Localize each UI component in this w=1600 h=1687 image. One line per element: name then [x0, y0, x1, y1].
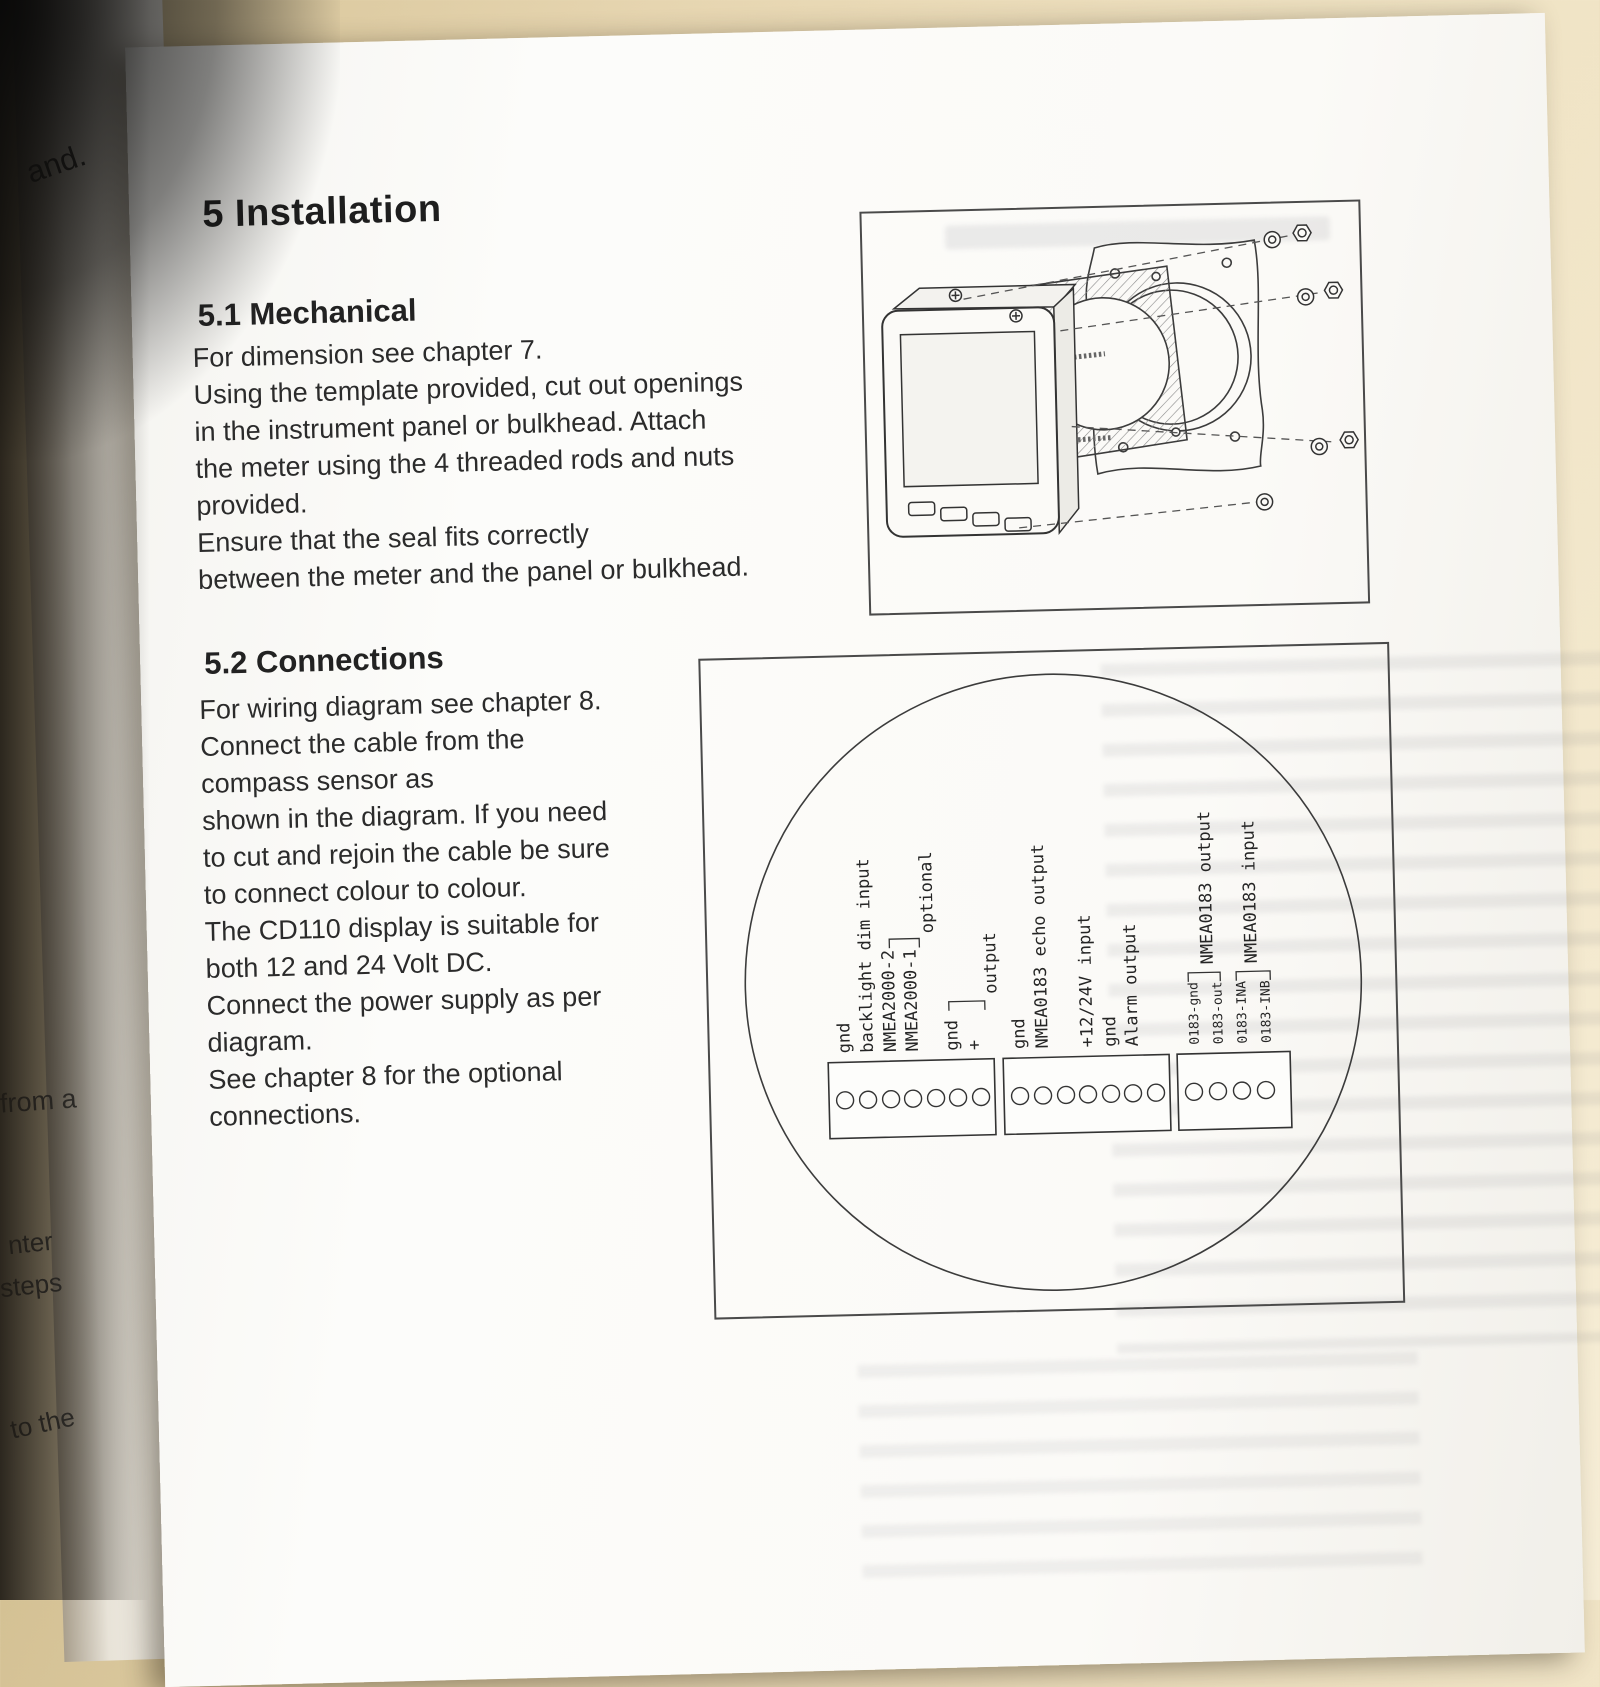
connector-diagram: gnd backlight dim input NMEA2000-2 NMEA2… — [700, 644, 1403, 1318]
group-label-nmea-input: NMEA0183 input — [1238, 820, 1261, 964]
terminal-label: NMEA0183 echo output — [1028, 844, 1053, 1049]
terminal-label: gnd — [1009, 1018, 1030, 1049]
screw-icon — [1010, 310, 1022, 322]
connections-paragraph: For wiring diagram see chapter 8. Connec… — [199, 682, 617, 1136]
meter-rear-outline — [738, 667, 1369, 1298]
terminal-label: 0183-gnd — [1186, 982, 1203, 1045]
connections-figure: gnd backlight dim input NMEA2000-2 NMEA2… — [698, 642, 1405, 1320]
meter-device-drawing — [881, 284, 1081, 537]
terminal-label: + — [965, 1040, 985, 1051]
block3-labels: 0183-gnd 0183-out 0183-INA 0183-INB NMEA… — [1182, 809, 1275, 1045]
photo-shadow-corner — [0, 0, 340, 460]
group-label-optional: optional — [916, 851, 938, 933]
bracket — [889, 938, 919, 948]
terminal-label: NMEA2000-2 — [878, 950, 900, 1053]
nut-icon — [1340, 432, 1358, 448]
terminal-label: 0183-INB — [1258, 980, 1275, 1043]
washer-icon — [1264, 231, 1280, 247]
group-label-nmea-output: NMEA0183 output — [1194, 811, 1218, 965]
bracket — [949, 1001, 985, 1011]
bracket — [1188, 972, 1220, 982]
washer-icon — [1256, 494, 1272, 510]
terminal-label: 0183-INA — [1234, 981, 1251, 1044]
screw-icon — [949, 289, 961, 301]
meter-screen — [900, 331, 1038, 486]
group-label-output: output — [980, 932, 1001, 994]
mechanical-figure — [859, 199, 1370, 615]
manual-page: 5 Installation 5.1 Mechanical For dimens… — [125, 13, 1585, 1687]
bracket — [1236, 971, 1270, 981]
nut-icon — [1293, 225, 1311, 241]
mechanical-drawing — [861, 202, 1368, 614]
terminal-label: gnd — [1100, 1016, 1121, 1047]
terminal-label: backlight dim input — [853, 858, 878, 1053]
terminal-label: NMEA2000-1 — [900, 949, 922, 1052]
bleedthrough-text — [858, 1351, 1424, 1600]
washer-icon — [1297, 289, 1313, 305]
block2-labels: gnd NMEA0183 echo output +12/24V input g… — [1005, 841, 1143, 1049]
nut-icon — [1324, 282, 1342, 298]
terminal-label: +12/24V input — [1075, 914, 1098, 1048]
block1-labels: gnd backlight dim input NMEA2000-2 NMEA2… — [830, 850, 1003, 1054]
washer-icon — [1311, 438, 1327, 454]
section-heading-connections: 5.2 Connections — [204, 640, 444, 682]
terminal-label: gnd — [834, 1022, 855, 1053]
terminal-label: Alarm output — [1120, 923, 1143, 1046]
terminal-label: 0183-out — [1210, 981, 1227, 1044]
terminal-label: gnd — [942, 1020, 963, 1051]
